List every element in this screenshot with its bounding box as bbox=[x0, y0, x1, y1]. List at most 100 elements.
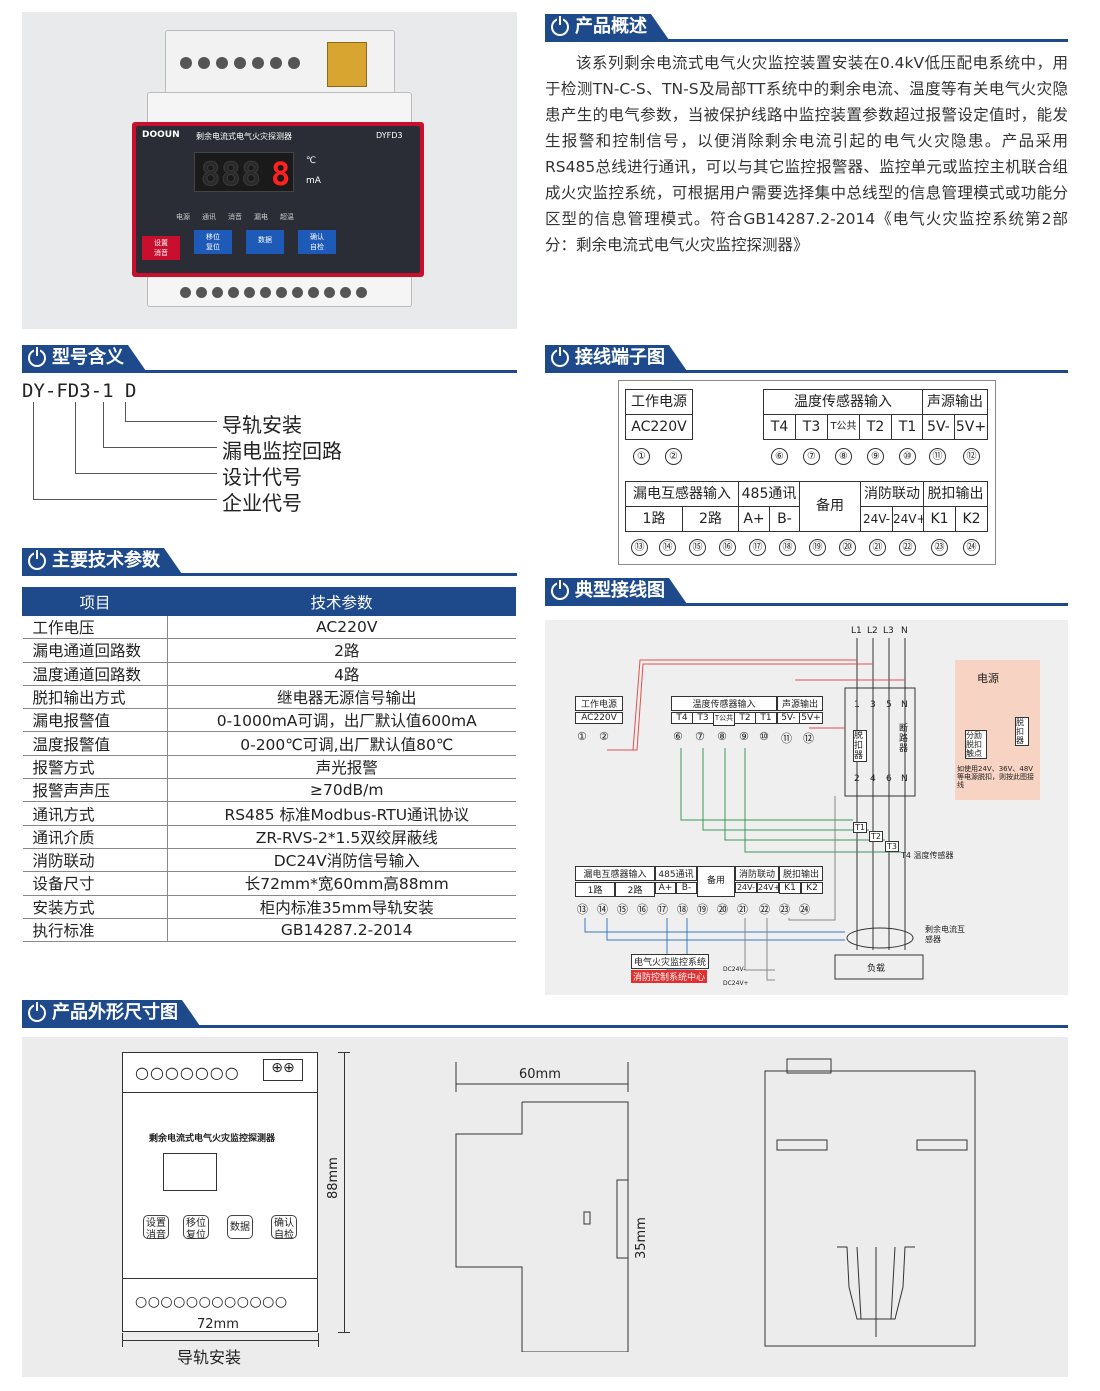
wiring-terminal-number: ⑳ bbox=[717, 903, 728, 916]
term-temp-1: T3 bbox=[795, 414, 828, 440]
dim-caption: 导轨安装 bbox=[177, 1348, 242, 1367]
param-name: 工作电压 bbox=[22, 615, 168, 640]
power-icon bbox=[551, 18, 569, 36]
mini-bot-terminals: 漏电互感器输入 1路 2路 485通讯 A+ B- 备用 消防联动 24V- 2… bbox=[575, 866, 825, 916]
table-row: 脱扣输出方式继电器无源信号输出 bbox=[22, 685, 516, 710]
terminal-number: ⑲ bbox=[809, 539, 826, 556]
term-leak-2: 2路 bbox=[682, 506, 739, 532]
param-value: 2路 bbox=[167, 638, 516, 663]
phase-l3: L3 bbox=[883, 626, 894, 636]
wiring-terminal-number: ⑦ bbox=[695, 730, 705, 743]
breaker-bot-6: 6 bbox=[886, 774, 892, 784]
section-overview-header: 产品概述 bbox=[545, 14, 1068, 42]
table-row: 设备尺寸长72mm*宽60mm高88mm bbox=[22, 871, 516, 896]
model-label-loop: 漏电监控回路 bbox=[222, 439, 342, 463]
terminal-number: ⑧ bbox=[835, 448, 852, 465]
section-params-header: 主要技术参数 bbox=[22, 548, 517, 576]
term-temp-0: T4 bbox=[763, 414, 796, 440]
wiring-terminal-number: ⑥ bbox=[673, 730, 683, 743]
wiring-terminal-number: ⑱ bbox=[677, 903, 688, 916]
power-icon bbox=[551, 582, 569, 600]
param-value: 声光报警 bbox=[167, 755, 516, 780]
device-model: DYFD3 bbox=[376, 131, 403, 140]
wiring-terminal-number: ⑭ bbox=[597, 903, 608, 916]
section-title: 产品外形尺寸图 bbox=[52, 1002, 178, 1023]
section-title: 产品概述 bbox=[575, 16, 647, 37]
wiring-diagram: L1 L2 L3 N 1 3 5 N 2 4 6 N 脱扣器 断路器 T1 T2… bbox=[545, 620, 1068, 995]
device-btn-data[interactable]: 数据 bbox=[246, 230, 284, 254]
dimensions-panel: ○○○○○○○ ⊕⊕ 剩余电流式电气火灾监控探测器 设置 消音 移位 复位 数据… bbox=[22, 1037, 1068, 1377]
param-name: 脱扣输出方式 bbox=[22, 685, 168, 710]
param-value: AC220V bbox=[167, 615, 516, 640]
terminal-number: ㉒ bbox=[899, 539, 916, 556]
power-title: 电源 bbox=[977, 672, 999, 685]
dim-rail: 35mm bbox=[634, 1217, 649, 1259]
term-temp-2: T公共 bbox=[827, 414, 860, 440]
breaker-top-3: 3 bbox=[870, 700, 876, 710]
breaker-top-5: 5 bbox=[886, 700, 892, 710]
sensor-t2: T2 bbox=[869, 831, 883, 842]
device-btn-set[interactable]: 设置 消音 bbox=[142, 236, 180, 260]
param-name: 通讯方式 bbox=[22, 801, 168, 826]
term-trip-k1: K1 bbox=[923, 506, 956, 532]
param-name: 报警方式 bbox=[22, 755, 168, 780]
wiring-terminal-number: ㉓ bbox=[779, 903, 790, 916]
device-btn-confirm[interactable]: 确认 自检 bbox=[298, 230, 336, 254]
term-fire-plus: 24V+ bbox=[892, 506, 927, 532]
back-view bbox=[764, 1058, 976, 1347]
terminal-number: ⑯ bbox=[719, 539, 736, 556]
param-name: 安装方式 bbox=[22, 895, 168, 919]
terminal-number: ② bbox=[665, 448, 682, 465]
term-fire-label: 消防联动 bbox=[860, 481, 924, 507]
front-btn-confirm: 确认 自检 bbox=[271, 1215, 297, 1241]
terminal-number: ⑨ bbox=[867, 448, 884, 465]
indicator-overtemp: 超温 bbox=[280, 213, 294, 221]
col-value: 技术参数 bbox=[167, 587, 516, 616]
shunt-label: 分励脱扣触点 bbox=[965, 730, 987, 759]
param-value: 长72mm*宽60mm高88mm bbox=[167, 871, 516, 896]
terminal-number: ⑪ bbox=[929, 448, 946, 465]
device-bottom-screws bbox=[180, 287, 380, 301]
sensor-t3: T3 bbox=[885, 841, 899, 852]
terminal-number: ⑱ bbox=[779, 539, 796, 556]
breaker-bot-4: 4 bbox=[870, 774, 876, 784]
wiring-terminal-number: ⑩ bbox=[759, 730, 769, 743]
device-fuse bbox=[327, 42, 367, 87]
dc-plus-label: DC24V+ bbox=[723, 980, 749, 987]
param-value: 0-1000mA可调，出厂默认值600mA bbox=[167, 708, 516, 733]
param-value: DC24V消防信号输入 bbox=[167, 848, 516, 873]
front-btn-data: 数据 bbox=[227, 1215, 253, 1239]
phase-n: N bbox=[901, 626, 908, 636]
phase-l2: L2 bbox=[867, 626, 878, 636]
indicator-power: 电源 bbox=[176, 213, 190, 221]
param-value: 继电器无源信号输出 bbox=[167, 685, 516, 710]
wiring-terminal-number: ⑲ bbox=[697, 903, 708, 916]
wiring-terminal-number: ② bbox=[599, 730, 609, 743]
indicator-comm: 通讯 bbox=[202, 213, 216, 221]
front-btn-shift: 移位 复位 bbox=[183, 1215, 209, 1241]
param-name: 漏电报警值 bbox=[22, 708, 168, 733]
term-out-label: 声源输出 bbox=[922, 389, 988, 415]
breaker-bot-n: N bbox=[901, 774, 908, 784]
term-trip-label: 脱扣输出 bbox=[923, 481, 988, 507]
term-leak-1: 1路 bbox=[625, 506, 683, 532]
terminal-number: ㉔ bbox=[963, 539, 980, 556]
load-label: 负载 bbox=[867, 964, 886, 974]
term-spare: 备用 bbox=[799, 481, 861, 532]
table-row: 报警方式声光报警 bbox=[22, 755, 516, 780]
device-btn-shift[interactable]: 移位 复位 bbox=[194, 230, 232, 254]
model-label-company: 企业代号 bbox=[222, 491, 302, 515]
terminal-number: ㉑ bbox=[869, 539, 886, 556]
term-out-0: 5V- bbox=[922, 414, 955, 440]
param-name: 漏电通道回路数 bbox=[22, 638, 168, 663]
col-item: 项目 bbox=[22, 587, 168, 616]
terminal-number: ⑩ bbox=[899, 448, 916, 465]
term-out-1: 5V+ bbox=[954, 414, 988, 440]
model-label-rail: 导轨安装 bbox=[222, 413, 302, 437]
